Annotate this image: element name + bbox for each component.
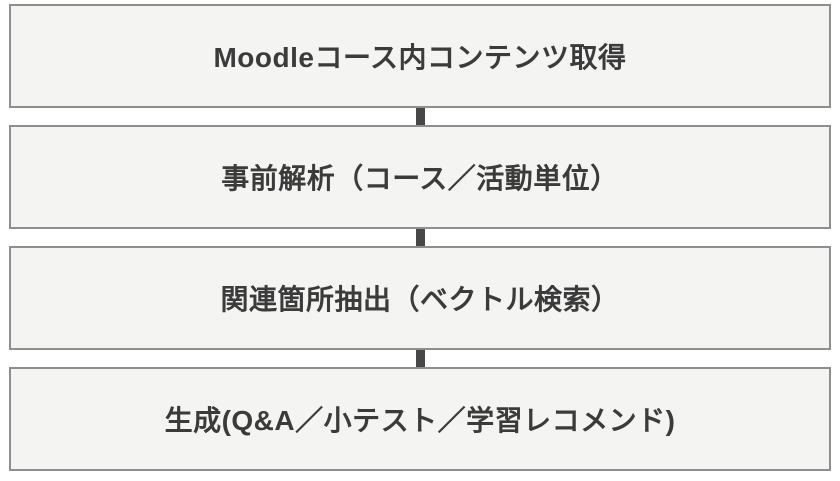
flow-connector-1 <box>415 108 425 125</box>
flow-connector-3 <box>415 350 425 367</box>
flow-step-label: 関連箇所抽出（ベクトル検索） <box>220 284 620 315</box>
flow-step-vector-search-extraction: 関連箇所抽出（ベクトル検索） <box>9 246 831 350</box>
flow-step-label: 事前解析（コース／活動単位） <box>221 163 619 194</box>
flow-step-pre-analysis: 事前解析（コース／活動単位） <box>9 125 831 229</box>
flow-step-label: Moodleコース内コンテンツ取得 <box>213 42 627 73</box>
flow-connector-2 <box>415 229 425 246</box>
flow-step-moodle-content-fetch: Moodleコース内コンテンツ取得 <box>9 4 831 108</box>
flow-step-generation: 生成(Q&A／小テスト／学習レコメンド) <box>9 367 831 471</box>
flow-step-label: 生成(Q&A／小テスト／学習レコメンド) <box>164 405 676 436</box>
